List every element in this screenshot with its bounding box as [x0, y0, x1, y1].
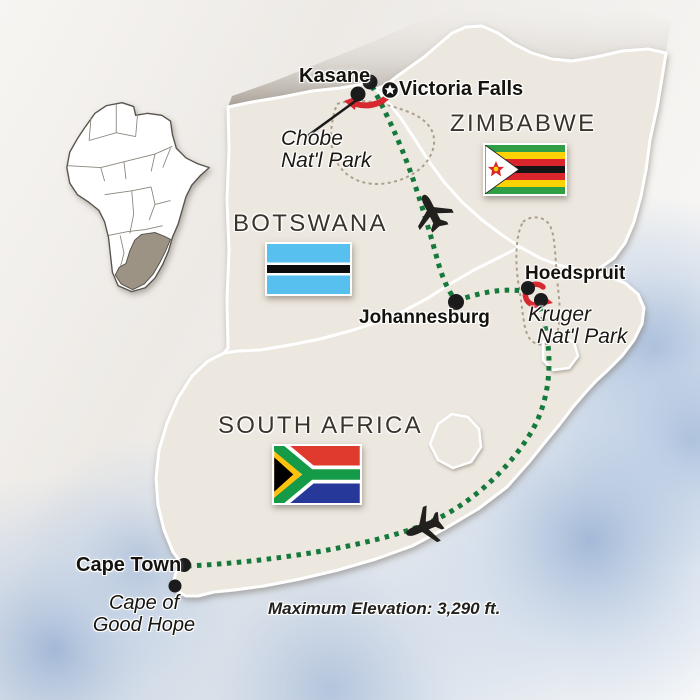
eswatini-outline — [541, 334, 580, 372]
victoria-falls-label: Victoria Falls — [399, 78, 524, 100]
chobe-park-boundary — [330, 99, 436, 185]
zimbabwe-bird-emblem — [493, 166, 499, 172]
africa-country-borders — [67, 104, 173, 277]
hoedspruit-dot-1 — [521, 281, 535, 295]
cape-of-good-hope-dot — [168, 579, 182, 593]
kasane-dot-1 — [362, 74, 378, 90]
cape-of-good-hope-label-line1: Cape of — [108, 592, 180, 614]
border-botswana-zimbabwe — [374, 87, 522, 249]
hoedspruit-dot-2 — [534, 293, 548, 307]
johannesburg-dot — [448, 294, 464, 310]
south-africa-flag — [272, 444, 362, 505]
africa-outline — [66, 102, 210, 293]
africa-highlight-region — [114, 232, 172, 291]
johannesburg-label: Johannesburg — [359, 307, 490, 328]
south-africa-label: SOUTH AFRICA — [218, 412, 423, 439]
border-zimbabwe-south-africa — [518, 245, 594, 274]
africa-inset-map — [66, 102, 210, 293]
kruger-park-label: Kruger Nat'l Park — [528, 304, 627, 348]
zimbabwe-flag — [483, 143, 567, 196]
botswana-flag — [265, 242, 352, 296]
kasane-dot-2 — [350, 86, 366, 102]
cape-of-good-hope-label-line2: Good Hope — [92, 614, 196, 636]
kruger-park-label-line2: Nat'l Park — [537, 325, 628, 348]
cape-town-dot — [177, 558, 191, 572]
kruger-park-label-line1: Kruger — [528, 303, 592, 326]
zambia-shadow — [228, 2, 671, 107]
chobe-park-label-line1: Chobe — [281, 127, 343, 150]
lesotho-outline — [428, 412, 483, 470]
border-botswana-south-africa — [222, 245, 522, 355]
chobe-park-label: Chobe Nat'l Park — [281, 128, 371, 172]
route-johannesburg-hoedspruit — [455, 287, 523, 304]
max-elevation-note: Maximum Elevation: 3,290 ft. — [268, 599, 501, 618]
hoedspruit-label: Hoedspruit — [525, 263, 626, 284]
victoria-falls-star-marker — [380, 80, 400, 100]
chobe-pointer-line — [305, 95, 362, 139]
zimbabwe-label: ZIMBABWE — [450, 110, 597, 137]
botswana-label: BOTSWANA — [233, 210, 388, 237]
cape-of-good-hope-label: Cape of Good Hope — [86, 592, 202, 636]
cape-town-label: Cape Town — [76, 554, 182, 576]
kasane-label: Kasane — [299, 65, 371, 87]
kruger-park-boundary — [515, 216, 561, 346]
chobe-park-label-line2: Nat'l Park — [281, 149, 372, 172]
